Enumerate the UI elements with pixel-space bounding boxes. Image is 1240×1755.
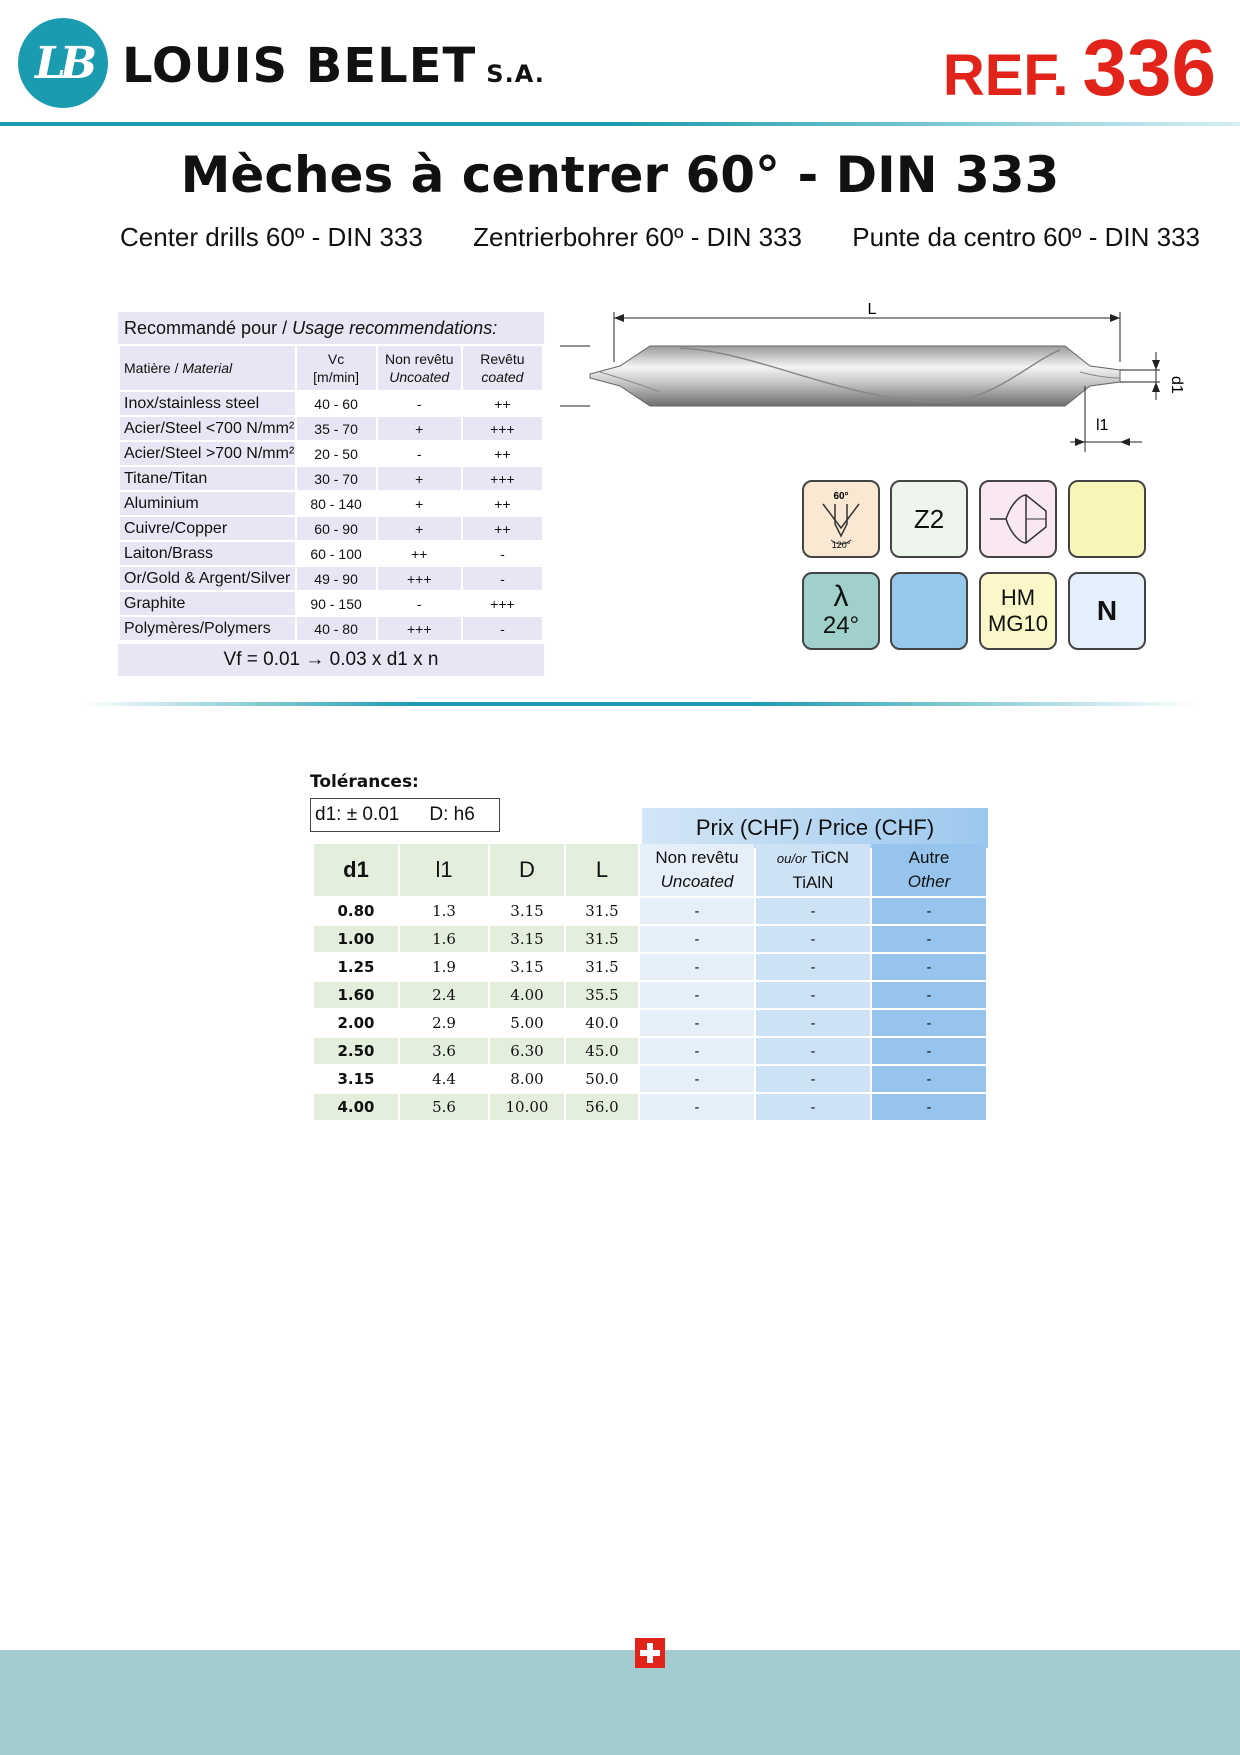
tolerances-label: Tolérances: xyxy=(310,772,419,792)
coolant-color-icon xyxy=(890,572,968,650)
company-logo: LB xyxy=(18,18,108,108)
logo-mark: LB xyxy=(34,37,97,89)
swiss-flag-icon xyxy=(635,1638,665,1668)
subtitle-it: Punte da centro 60º - DIN 333 xyxy=(852,222,1200,252)
subtitle-de: Zentrierbohrer 60º - DIN 333 xyxy=(473,222,802,252)
recommendations-heading: Recommandé pour / Usage recommendations: xyxy=(118,312,544,344)
helix-angle-icon: λ 24° xyxy=(802,572,880,650)
col-vc: Vc[m/min] xyxy=(296,346,376,390)
col-L: L xyxy=(566,844,638,896)
col-d1: d1 xyxy=(314,844,398,896)
label-d1: d1 xyxy=(1168,376,1185,394)
price-header: Prix (CHF) / Price (CHF) xyxy=(642,808,988,848)
svg-text:120°: 120° xyxy=(832,540,851,550)
header-divider xyxy=(0,122,1240,126)
angle-icon: 60° 120° xyxy=(822,491,860,550)
footer-band xyxy=(0,1650,1240,1755)
subtitle-en: Center drills 60º - DIN 333 xyxy=(120,222,423,252)
page-title: Mèches à centrer 60° - DIN 333 xyxy=(180,146,1060,204)
usage-recommendations: Recommandé pour / Usage recommendations:… xyxy=(118,312,544,676)
col-l1: l1 xyxy=(400,844,488,896)
col-D: D xyxy=(490,844,564,896)
point-angle-icon: 60° 120° xyxy=(802,480,880,558)
drill-shape-icon xyxy=(979,480,1057,558)
section-divider xyxy=(80,702,1200,706)
center-drill-drawing: L D d1 l1 xyxy=(560,301,1185,452)
reference-number: REF.336 xyxy=(942,23,1216,112)
feed-formula: Vf = 0.01 → 0.03 x d1 x n xyxy=(118,644,544,676)
flutes-icon: Z2 xyxy=(890,480,968,558)
type-n-icon: N xyxy=(1068,572,1146,650)
label-L: L xyxy=(868,301,877,318)
col-material: Matière / Material xyxy=(120,346,295,390)
svg-text:60°: 60° xyxy=(833,491,848,502)
label-l1: l1 xyxy=(1096,417,1109,434)
carbide-grade-icon: HM MG10 xyxy=(979,572,1057,650)
subtitles: Center drills 60º - DIN 333 Zentrierbohr… xyxy=(120,222,1200,253)
coating-color-icon xyxy=(1068,480,1146,558)
